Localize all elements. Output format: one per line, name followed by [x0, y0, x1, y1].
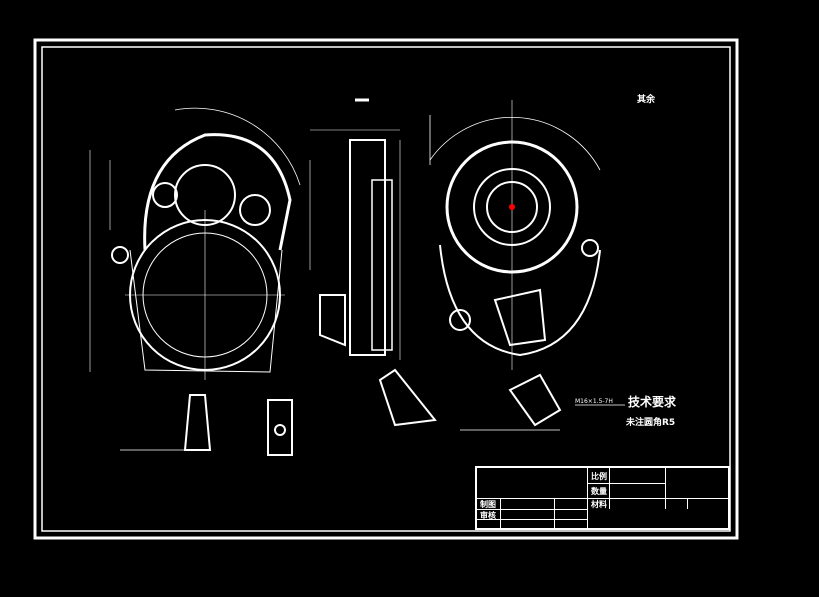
rear-view [429, 100, 601, 370]
detail-views [120, 368, 625, 456]
front-view [89, 107, 301, 380]
drawn-by-label: 制图 [480, 500, 496, 509]
quantity-label: 数量 [591, 487, 607, 496]
material-label: 材料 [591, 500, 607, 509]
checked-by-label: 审核 [480, 511, 496, 520]
tech-requirements-title: 技术要求 [628, 395, 677, 409]
inner-frame [41, 46, 731, 532]
tech-requirements-line: 未注圆角R5 [626, 418, 676, 428]
title-block: 比例 数量 制图 审核 材料 [475, 466, 730, 530]
outer-frame [33, 38, 739, 540]
roughness-note: 其余 [637, 95, 656, 105]
center-mark [509, 204, 515, 210]
thread-note: M16×1.5-7H [575, 398, 613, 405]
side-section-view [309, 98, 401, 360]
scale-label: 比例 [591, 472, 607, 481]
